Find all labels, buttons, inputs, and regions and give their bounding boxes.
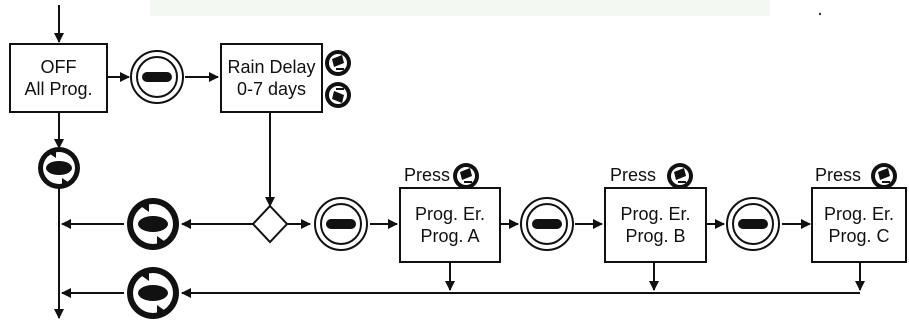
dial-button-3[interactable] (127, 267, 179, 319)
stray-dot (818, 12, 822, 16)
box-prog-er-a (399, 187, 501, 263)
watermark-band (150, 0, 770, 16)
connectors (54, 5, 865, 319)
press-label-a: Press (404, 165, 451, 185)
press-button-a[interactable] (453, 163, 479, 189)
node-prog-er-a: Prog. Er. Prog. A (400, 188, 500, 262)
node-off-line1: OFF (40, 57, 77, 77)
box-prog-er-c (811, 187, 907, 263)
box-off-all-prog (9, 43, 108, 113)
minus-button-rain-delay[interactable] (325, 82, 351, 108)
press-button-c[interactable] (871, 163, 897, 189)
box-rain-delay (220, 43, 323, 113)
node-rain-delay-line1: Rain Delay (227, 57, 316, 77)
node-rain-delay: Rain Delay 0-7 days (221, 44, 322, 112)
node-prog-b-line1: Prog. Er. (620, 204, 691, 224)
press-button-b[interactable] (667, 163, 693, 189)
node-prog-b-line2: Prog. B (625, 226, 686, 246)
box-prog-er-b (604, 187, 707, 263)
enter-button-3[interactable] (520, 197, 574, 251)
dial-button-2[interactable] (127, 198, 179, 250)
node-prog-a-line1: Prog. Er. (414, 204, 486, 224)
node-off-all-prog: OFF All Prog. (10, 44, 107, 112)
press-label-c: Press (815, 165, 862, 185)
node-prog-er-b: Prog. Er. Prog. B (605, 188, 706, 262)
node-prog-c-line1: Prog. Er. (823, 204, 895, 224)
enter-button-1[interactable] (130, 50, 184, 104)
node-rain-delay-line2: 0-7 days (236, 79, 307, 99)
node-prog-c-line2: Prog. C (828, 226, 890, 246)
dial-button-1[interactable] (38, 147, 80, 189)
boxes (9, 43, 907, 263)
enter-button-4[interactable] (726, 197, 780, 251)
node-off-line2: All Prog. (24, 79, 93, 99)
node-prog-a-line2: Prog. A (420, 226, 480, 246)
decision-diamond (251, 204, 289, 244)
plus-button-rain-delay[interactable] (325, 50, 351, 76)
press-label-b: Press (610, 165, 657, 185)
enter-button-2[interactable] (314, 197, 368, 251)
node-prog-er-c: Prog. Er. Prog. C (812, 188, 906, 262)
